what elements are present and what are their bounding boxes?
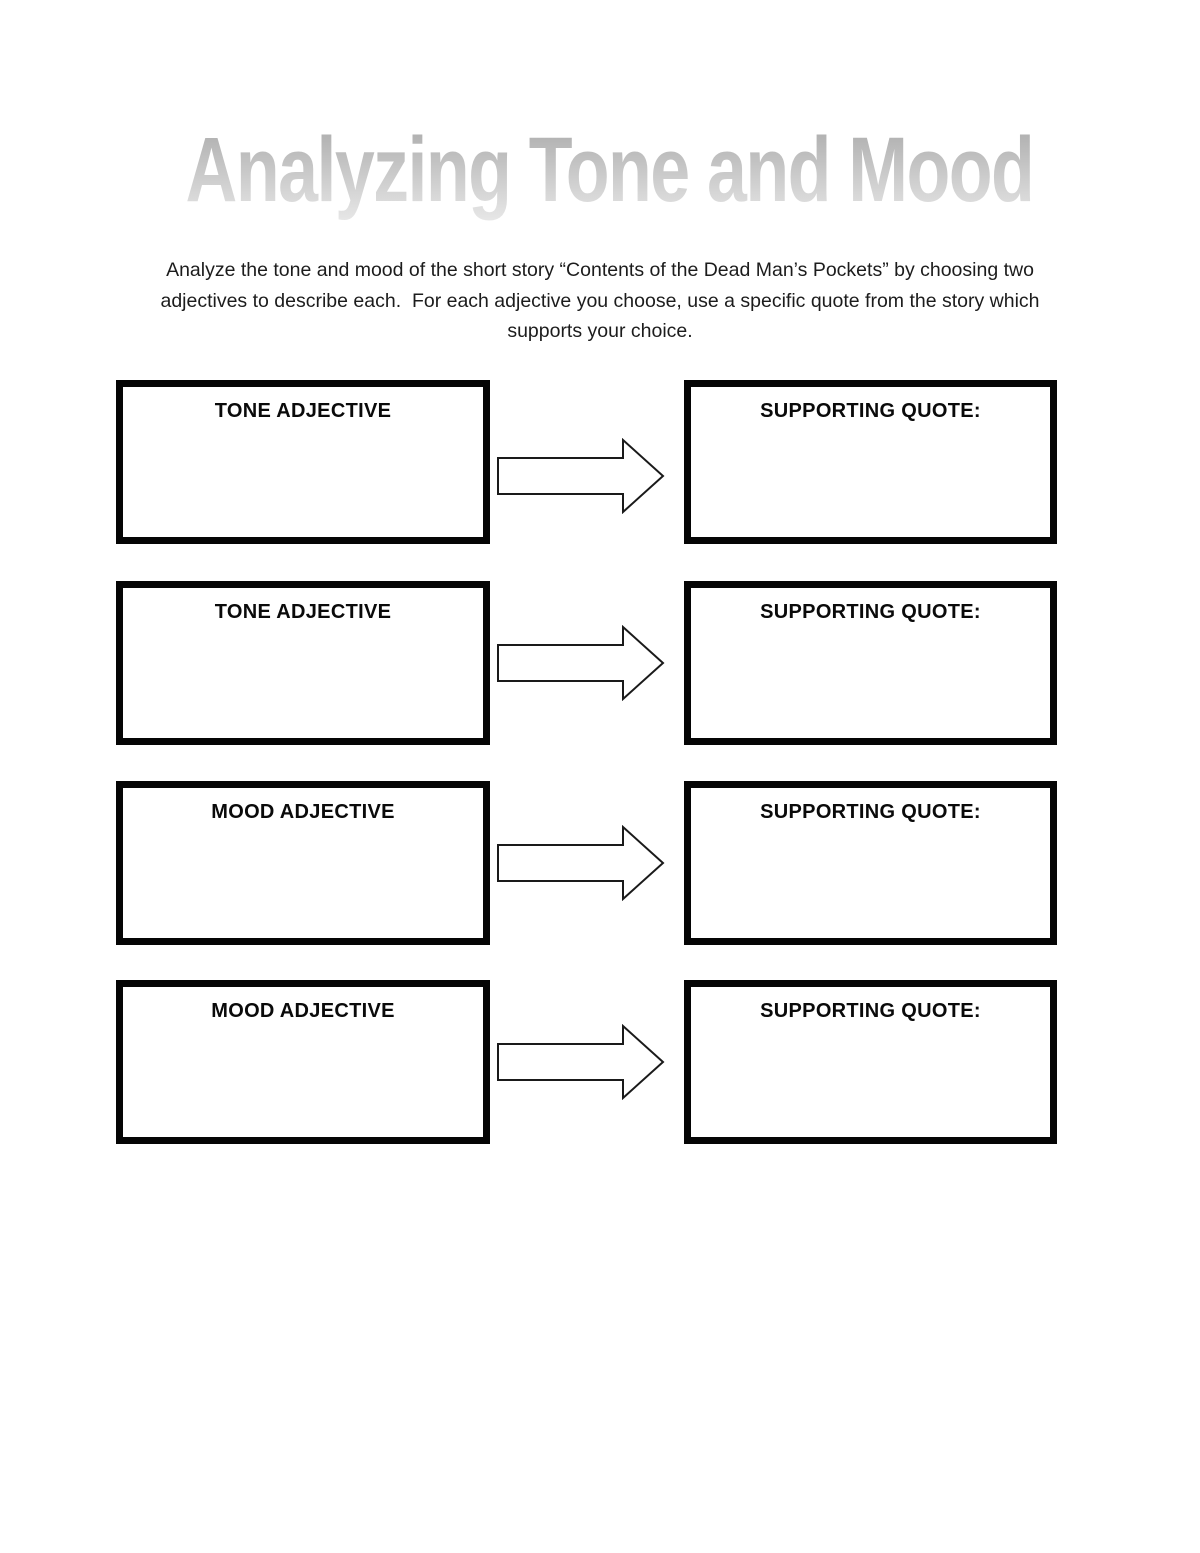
mood-adjective-box: MOOD ADJECTIVE (116, 781, 490, 945)
supporting-quote-box: SUPPORTING QUOTE: (684, 781, 1057, 945)
tone-adjective-box: TONE ADJECTIVE (116, 581, 490, 745)
quote-box-label: SUPPORTING QUOTE: (760, 601, 981, 623)
tone-adjective-box: TONE ADJECTIVE (116, 380, 490, 544)
worksheet-row: MOOD ADJECTIVE SUPPORTING QUOTE: (0, 781, 1200, 945)
instructions: Analyze the tone and mood of the short s… (0, 255, 1200, 347)
worksheet-row: MOOD ADJECTIVE SUPPORTING QUOTE: (0, 980, 1200, 1144)
supporting-quote-box: SUPPORTING QUOTE: (684, 581, 1057, 745)
arrow-right-icon (497, 1024, 665, 1100)
instruction-line: adjectives to describe each. For each ad… (160, 289, 1040, 312)
arrow-right-icon (497, 625, 665, 701)
instruction-line: Analyze the tone and mood of the short s… (166, 259, 1034, 281)
adjective-box-label: TONE ADJECTIVE (214, 601, 392, 623)
arrow-right-icon (497, 825, 665, 901)
mood-adjective-box: MOOD ADJECTIVE (116, 980, 490, 1144)
supporting-quote-box: SUPPORTING QUOTE: (684, 980, 1057, 1144)
quote-box-label: SUPPORTING QUOTE: (760, 801, 981, 823)
instruction-line: supports your choice. (507, 320, 693, 342)
quote-box-label: SUPPORTING QUOTE: (760, 400, 981, 422)
adjective-box-label: TONE ADJECTIVE (214, 400, 392, 422)
supporting-quote-box: SUPPORTING QUOTE: (684, 380, 1057, 544)
adjective-box-label: MOOD ADJECTIVE (211, 801, 395, 823)
page-title-text: Analyzing Tone and Mood (185, 108, 1034, 232)
worksheet-row: TONE ADJECTIVE SUPPORTING QUOTE: (0, 581, 1200, 745)
worksheet-row: TONE ADJECTIVE SUPPORTING QUOTE: (0, 380, 1200, 544)
arrow-right-icon (497, 438, 665, 514)
quote-box-label: SUPPORTING QUOTE: (760, 1000, 981, 1022)
adjective-box-label: MOOD ADJECTIVE (211, 1000, 395, 1022)
page-title: Analyzing Tone and Mood (0, 108, 1200, 232)
